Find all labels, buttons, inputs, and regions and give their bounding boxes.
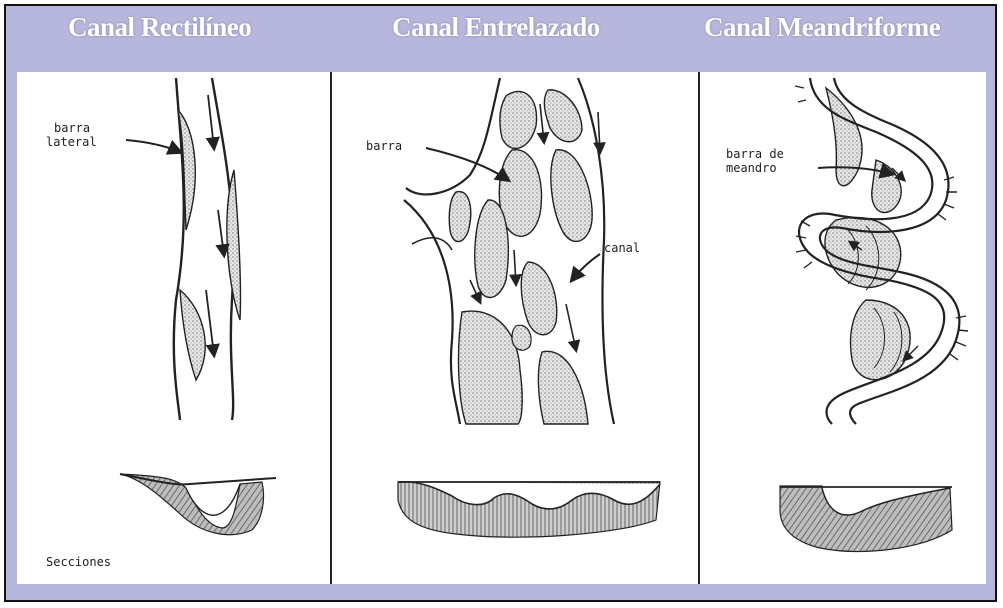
label-barra: barra xyxy=(366,139,402,153)
braid-bar xyxy=(449,192,470,242)
braid-bar xyxy=(521,262,557,335)
pointer-arrow xyxy=(426,148,508,180)
braid-bar xyxy=(500,91,537,148)
braid-bar xyxy=(512,325,531,350)
braid-bar xyxy=(544,90,582,142)
lateral-bar-upper xyxy=(178,110,195,230)
label-barra-de-meandro-1: barra de xyxy=(726,147,784,161)
lateral-bar-middle xyxy=(227,170,241,320)
flow-arrow xyxy=(208,95,214,148)
flow-arrow xyxy=(514,250,516,284)
lateral-bar-lower xyxy=(180,290,205,380)
meander-bar xyxy=(851,300,911,380)
label-barra-lateral-1: barra xyxy=(54,121,90,135)
pointer-arrow xyxy=(126,140,180,152)
flow-arrow xyxy=(218,210,224,255)
braid-bar xyxy=(538,351,588,424)
braid-bar xyxy=(475,200,508,298)
straight-channel: barra lateral Secciones xyxy=(46,78,276,569)
meander-bar xyxy=(872,160,901,213)
pointer-arrow xyxy=(572,254,600,280)
meander-bar xyxy=(826,88,862,186)
label-secciones: Secciones xyxy=(46,555,111,569)
braided-channel: barra canal xyxy=(366,78,660,537)
label-barra-lateral-2: lateral xyxy=(46,135,97,149)
label-canal: canal xyxy=(604,241,640,255)
braid-bar xyxy=(459,311,523,424)
meandering-channel: barra de meandro xyxy=(726,78,968,551)
flow-arrow xyxy=(566,304,576,350)
flow-arrow xyxy=(206,290,214,355)
flow-arrow xyxy=(540,104,544,142)
label-barra-de-meandro-2: meandro xyxy=(726,161,777,175)
braid-bar xyxy=(551,150,592,242)
